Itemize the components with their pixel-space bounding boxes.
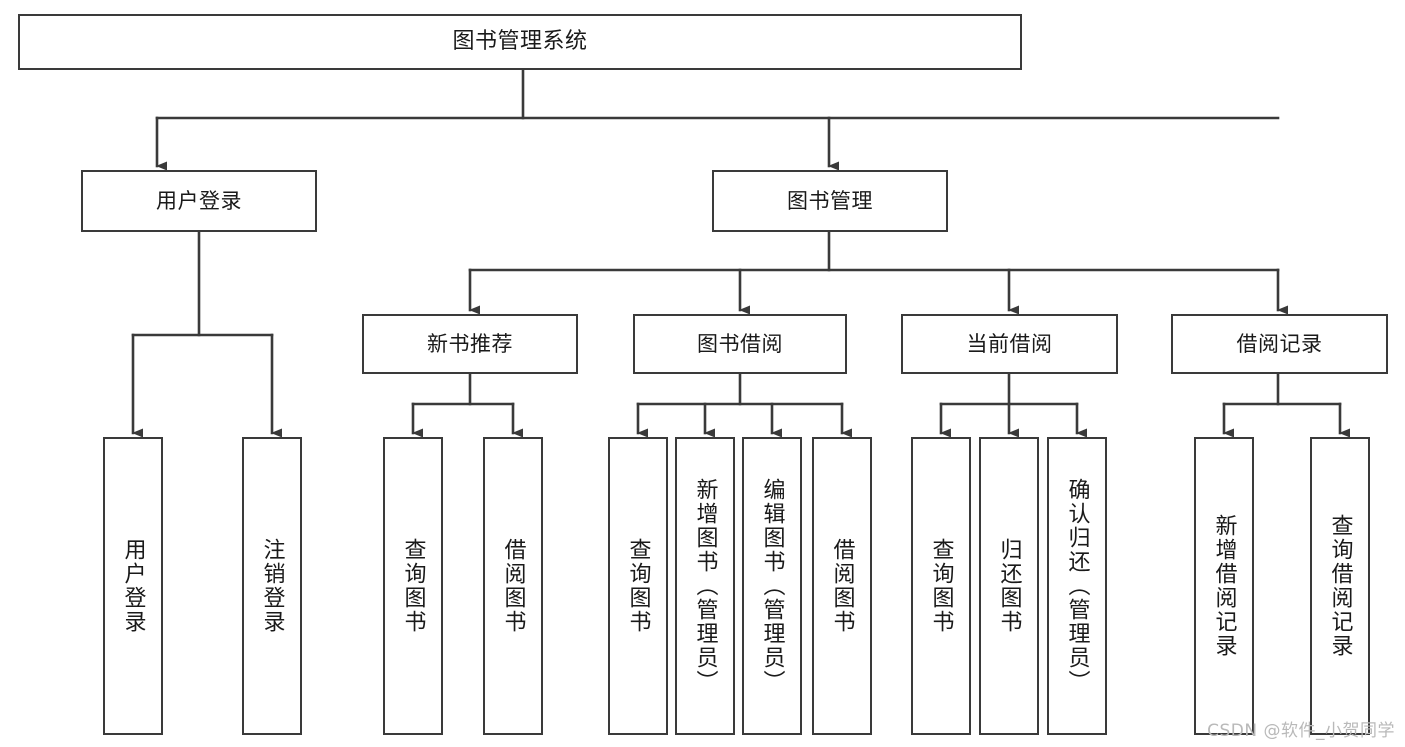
- node-label: 借阅图书: [829, 538, 855, 634]
- node-book-management[interactable]: 图书管理: [712, 170, 948, 232]
- node-label: 归还图书: [996, 538, 1022, 634]
- node-label: 查询图书: [928, 538, 954, 634]
- node-label: 借阅图书: [500, 538, 526, 634]
- node-root-book-management-system[interactable]: 图书管理系统: [18, 14, 1022, 70]
- node-borrow-record[interactable]: 借阅记录: [1171, 314, 1388, 374]
- node-leaf-return-book[interactable]: 归还图书: [979, 437, 1039, 735]
- node-leaf-query-borrow-record[interactable]: 查询借阅记录: [1310, 437, 1370, 735]
- node-label: 编辑图书（管理员）: [759, 478, 785, 694]
- node-label: 图书借阅: [697, 331, 783, 356]
- node-current-borrow[interactable]: 当前借阅: [901, 314, 1118, 374]
- node-leaf-borrow-book[interactable]: 借阅图书: [812, 437, 872, 735]
- node-leaf-query-book-current[interactable]: 查询图书: [911, 437, 971, 735]
- node-label: 用户登录: [120, 538, 146, 634]
- node-leaf-borrow-book-recommend[interactable]: 借阅图书: [483, 437, 543, 735]
- node-leaf-add-borrow-record[interactable]: 新增借阅记录: [1194, 437, 1254, 735]
- node-label: 图书管理系统: [452, 29, 588, 55]
- node-label: 确认归还（管理员）: [1064, 478, 1090, 694]
- node-label: 查询借阅记录: [1327, 514, 1353, 658]
- node-label: 用户登录: [156, 188, 242, 213]
- node-leaf-edit-book-admin[interactable]: 编辑图书（管理员）: [742, 437, 802, 735]
- node-label: 新增借阅记录: [1211, 514, 1237, 658]
- watermark: CSDN @软件_小贺同学: [1207, 721, 1395, 741]
- node-leaf-query-book-recommend[interactable]: 查询图书: [383, 437, 443, 735]
- node-label: 图书管理: [787, 188, 873, 213]
- node-user-login[interactable]: 用户登录: [81, 170, 317, 232]
- node-label: 借阅记录: [1236, 331, 1323, 356]
- node-leaf-query-book-borrow[interactable]: 查询图书: [608, 437, 668, 735]
- node-label: 注销登录: [259, 538, 285, 634]
- node-leaf-logout[interactable]: 注销登录: [242, 437, 302, 735]
- node-label: 当前借阅: [966, 331, 1053, 356]
- node-leaf-add-book-admin[interactable]: 新增图书（管理员）: [675, 437, 735, 735]
- node-book-borrow[interactable]: 图书借阅: [633, 314, 847, 374]
- node-label: 查询图书: [625, 538, 651, 634]
- node-leaf-user-login[interactable]: 用户登录: [103, 437, 163, 735]
- node-leaf-confirm-return-admin[interactable]: 确认归还（管理员）: [1047, 437, 1107, 735]
- node-label: 新增图书（管理员）: [692, 478, 718, 694]
- node-label: 新书推荐: [427, 331, 513, 356]
- node-new-book-recommend[interactable]: 新书推荐: [362, 314, 578, 374]
- node-label: 查询图书: [400, 538, 426, 634]
